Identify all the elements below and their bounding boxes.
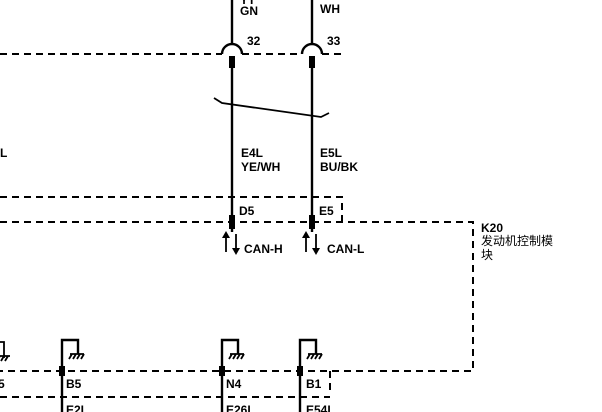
wire-right-circuit-label: E5L xyxy=(320,146,342,160)
pin-n4-block xyxy=(219,366,225,376)
module-name-line1: 发动机控制模 xyxy=(481,233,553,248)
module-connector-outline xyxy=(0,196,343,221)
wire-left-top-color-partial: YT xyxy=(240,0,256,7)
far-left-circuit-partial: L xyxy=(0,146,7,160)
bottom-pin-partial-label: 5 xyxy=(0,377,5,391)
can-h-label: CAN-H xyxy=(244,242,283,256)
can-l-label: CAN-L xyxy=(327,242,364,256)
bottom-pin-b5-label: B5 xyxy=(66,377,82,391)
pin-d5-block xyxy=(229,215,235,229)
pin-e5-block xyxy=(309,215,315,229)
pin-b5-block xyxy=(59,366,65,376)
ground-symbol-b1 xyxy=(298,338,323,412)
connector-pin-33-label: 33 xyxy=(327,34,341,48)
module-k20-outline xyxy=(0,221,474,372)
wire-left-circuit-label: E4L xyxy=(241,146,263,160)
module-name-line2: 块 xyxy=(481,248,493,262)
module-id-label: K20 xyxy=(481,221,503,235)
wire-left-color-code: YE/WH xyxy=(241,160,280,174)
pin-33-block xyxy=(309,56,315,68)
connector-pin-33-terminal xyxy=(300,42,324,55)
connector-pin-32-label: 32 xyxy=(247,34,261,48)
ground-symbol-partial xyxy=(0,341,10,362)
pin-e5-label: E5 xyxy=(319,204,334,218)
ground-symbol-n4 xyxy=(220,338,245,412)
bottom-circuit-b5-label: E2L xyxy=(66,403,88,412)
bottom-circuit-n4-label: E26L xyxy=(226,403,255,412)
ground-symbol-b5 xyxy=(60,338,85,412)
bottom-pin-b1-label: B1 xyxy=(306,377,322,391)
can-l-arrows-icon xyxy=(302,231,320,255)
pin-d5-label: D5 xyxy=(239,204,255,218)
bottom-pin-n4-label: N4 xyxy=(226,377,242,391)
twisted-pair-symbol xyxy=(213,97,330,118)
bottom-circuit-b1-label: E54L xyxy=(306,403,335,412)
wire-right-color-code: BU/BK xyxy=(320,160,358,174)
pin-b1-block xyxy=(297,366,303,376)
can-h-arrows-icon xyxy=(222,231,240,255)
connector-pin-32-terminal xyxy=(220,42,244,55)
pin-32-block xyxy=(229,56,235,68)
wire-right-color-label: WH xyxy=(320,2,340,16)
lower-connector-outline xyxy=(0,371,331,398)
wire-left-color-label: GN xyxy=(240,4,258,18)
